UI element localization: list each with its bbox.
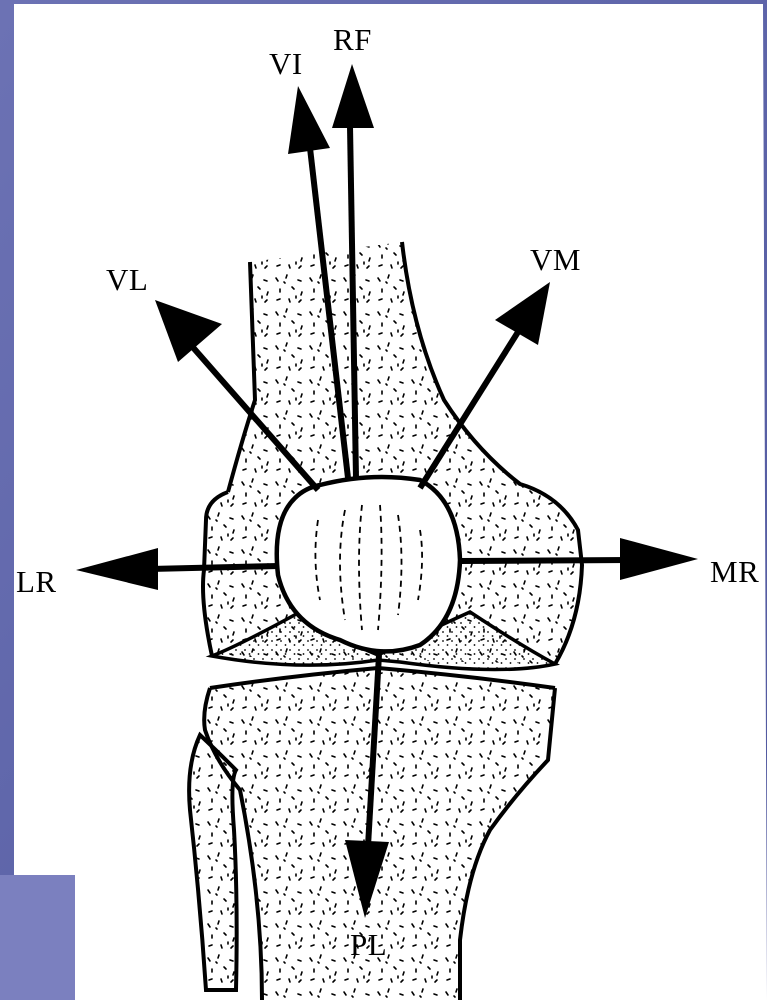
label-vi: VI: [269, 48, 303, 79]
label-vm: VM: [530, 244, 581, 275]
label-vl: VL: [106, 264, 148, 295]
label-mr: MR: [710, 556, 759, 587]
label-pl: PL: [350, 929, 387, 960]
label-lr: LR: [16, 566, 57, 597]
slide-background-panel: [0, 875, 75, 1000]
label-rf: RF: [333, 24, 372, 55]
